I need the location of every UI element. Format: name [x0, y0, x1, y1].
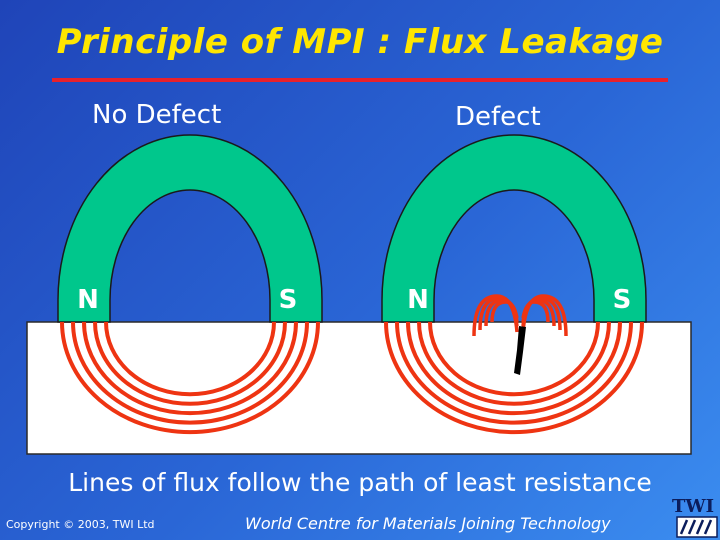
flux-line — [417, 321, 611, 406]
flux-line — [60, 321, 320, 435]
flux-line — [82, 321, 298, 416]
caption: Lines of flux follow the path of least r… — [68, 468, 652, 497]
flux-lines-defect — [384, 321, 644, 435]
flux-line — [384, 321, 644, 435]
flux-lines-no-defect — [60, 321, 320, 435]
magnet-defect — [381, 134, 647, 323]
twi-logo-mark — [676, 516, 718, 538]
crack-defect — [514, 326, 526, 375]
pole-n-defect: N — [407, 285, 429, 315]
pole-n-no-defect: N — [77, 285, 99, 315]
flux-line — [104, 321, 276, 397]
defect-label: Defect — [455, 102, 541, 132]
workpiece-block — [26, 321, 692, 455]
pole-s-no-defect: S — [279, 285, 298, 315]
leakage-line — [521, 300, 550, 323]
flux-leakage-lines — [472, 294, 568, 337]
twi-logo-text: TWI — [671, 496, 715, 517]
flux-line — [71, 321, 309, 425]
slide-title: Principle of MPI : Flux Leakage — [56, 22, 664, 62]
footer-tagline: World Centre for Materials Joining Techn… — [245, 514, 611, 533]
pole-s-defect: S — [613, 285, 632, 315]
magnet-no-defect — [57, 134, 323, 323]
title-underline — [52, 78, 668, 82]
leakage-line — [490, 300, 519, 323]
flux-line — [395, 321, 633, 425]
flux-line — [428, 321, 600, 397]
flux-line — [93, 321, 287, 406]
copyright-text: Copyright © 2003, TWI Ltd — [6, 518, 155, 531]
no-defect-label: No Defect — [92, 100, 222, 130]
flux-line — [406, 321, 622, 416]
twi-logo: TWI — [667, 496, 719, 540]
